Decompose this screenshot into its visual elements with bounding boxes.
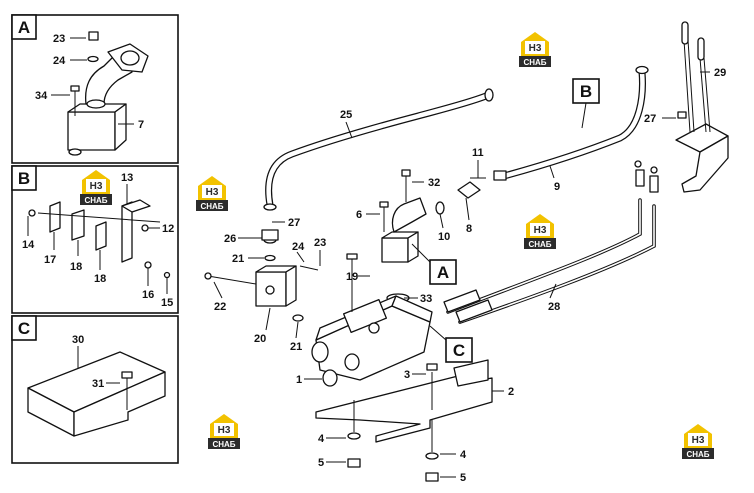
label-32: 32 xyxy=(428,177,440,189)
label-7: 7 xyxy=(138,119,144,131)
callout-b-letter: B xyxy=(580,82,592,101)
label-9: 9 xyxy=(554,181,560,193)
label-11: 11 xyxy=(472,147,484,159)
label-25: 25 xyxy=(340,109,352,121)
bolt-head xyxy=(70,85,80,92)
panel-a-letter: A xyxy=(18,18,30,37)
watermark-caption-6: CHAБ xyxy=(686,450,709,459)
label-18-b: 18 xyxy=(94,273,106,285)
mounting-plate-2 xyxy=(315,359,493,482)
panel-a-letter-box xyxy=(11,14,37,40)
fitting-8 xyxy=(435,177,486,215)
label-24-a: 24 xyxy=(53,55,66,67)
label-33: 33 xyxy=(420,293,432,305)
label-5-a: 5 xyxy=(318,457,324,469)
panel-b-letter-box xyxy=(11,165,37,191)
label-6: 6 xyxy=(356,209,362,221)
label-27-a: 27 xyxy=(288,217,300,229)
label-2: 2 xyxy=(508,386,514,398)
label-12: 12 xyxy=(162,223,174,235)
callout-c: C xyxy=(429,325,473,363)
label-23-b: 23 xyxy=(314,237,326,249)
watermark-caption-2: CHAБ xyxy=(200,202,223,211)
label-19: 19 xyxy=(346,271,358,283)
label-10: 10 xyxy=(438,231,450,243)
panel-c-letter: C xyxy=(18,319,30,338)
nut-part xyxy=(88,31,99,41)
label-13: 13 xyxy=(121,172,133,184)
label-18-a: 18 xyxy=(70,261,82,273)
watermark-caption-4: CHAБ xyxy=(84,196,107,205)
label-16: 16 xyxy=(142,289,154,301)
label-1: 1 xyxy=(296,374,302,386)
label-29: 29 xyxy=(714,67,726,79)
panel-c: C 30 31 xyxy=(11,315,179,464)
leader-lines xyxy=(213,71,710,478)
watermark-logo-2: H3 xyxy=(206,187,219,198)
callout-c-letter: C xyxy=(453,341,465,360)
label-4-b: 4 xyxy=(460,449,467,461)
label-22: 22 xyxy=(214,301,226,313)
callout-a-letter: A xyxy=(437,263,449,282)
watermark-5: H3 CHAБ xyxy=(208,414,240,449)
panel-b-letter: B xyxy=(18,169,30,188)
watermark-logo-6: H3 xyxy=(692,435,705,446)
label-21-a: 21 xyxy=(232,253,244,265)
watermark-logo-4: H3 xyxy=(90,181,103,192)
hose-25 xyxy=(263,88,494,211)
control-valve-1 xyxy=(311,253,433,387)
watermark-6: H3 CHAБ xyxy=(682,424,714,459)
watermark-logo-5: H3 xyxy=(218,425,231,436)
watermark-logo-3: H3 xyxy=(534,225,547,236)
hose-9 xyxy=(493,65,649,181)
label-3: 3 xyxy=(404,369,410,381)
watermark-caption-3: CHAБ xyxy=(528,240,551,249)
label-15: 15 xyxy=(161,297,173,309)
watermark-caption-1: CHAБ xyxy=(523,58,546,67)
label-27-b: 27 xyxy=(644,113,656,125)
watermark-caption-5: CHAБ xyxy=(212,440,235,449)
panel-a: A 23 24 34 7 xyxy=(11,14,179,164)
label-17: 17 xyxy=(44,254,56,266)
label-21-b: 21 xyxy=(290,341,302,353)
label-24-b: 24 xyxy=(292,241,305,253)
label-28: 28 xyxy=(548,301,560,313)
callout-a: A xyxy=(411,243,457,285)
label-8: 8 xyxy=(466,223,472,235)
cables-28 xyxy=(443,160,659,324)
label-14: 14 xyxy=(22,239,35,251)
watermark-logo-1: H3 xyxy=(529,43,542,54)
callout-b: B xyxy=(572,78,600,129)
main-labels: 25 9 11 32 6 10 8 29 27 27 26 21 24 23 1… xyxy=(214,67,726,484)
label-20: 20 xyxy=(254,333,266,345)
label-31: 31 xyxy=(92,378,104,390)
plate-part xyxy=(49,201,61,233)
label-23-a: 23 xyxy=(53,33,65,45)
watermark-1: H3 CHAБ xyxy=(519,32,551,67)
label-5-b: 5 xyxy=(460,472,466,484)
valve-bracket xyxy=(379,169,427,303)
panel-c-letter-box xyxy=(11,315,37,341)
label-26: 26 xyxy=(224,233,236,245)
label-4-a: 4 xyxy=(318,433,325,445)
washer-part xyxy=(87,55,99,63)
control-lever-29 xyxy=(675,21,729,193)
cover-bolt xyxy=(121,371,133,379)
bracket-block xyxy=(67,111,116,151)
watermark-3: H3 CHAБ xyxy=(524,214,556,249)
label-30: 30 xyxy=(72,334,84,346)
watermark-4: H3 CHAБ xyxy=(80,170,112,205)
relief-block-20 xyxy=(204,229,319,322)
label-34: 34 xyxy=(35,90,48,102)
watermark-2: H3 CHAБ xyxy=(196,176,228,211)
